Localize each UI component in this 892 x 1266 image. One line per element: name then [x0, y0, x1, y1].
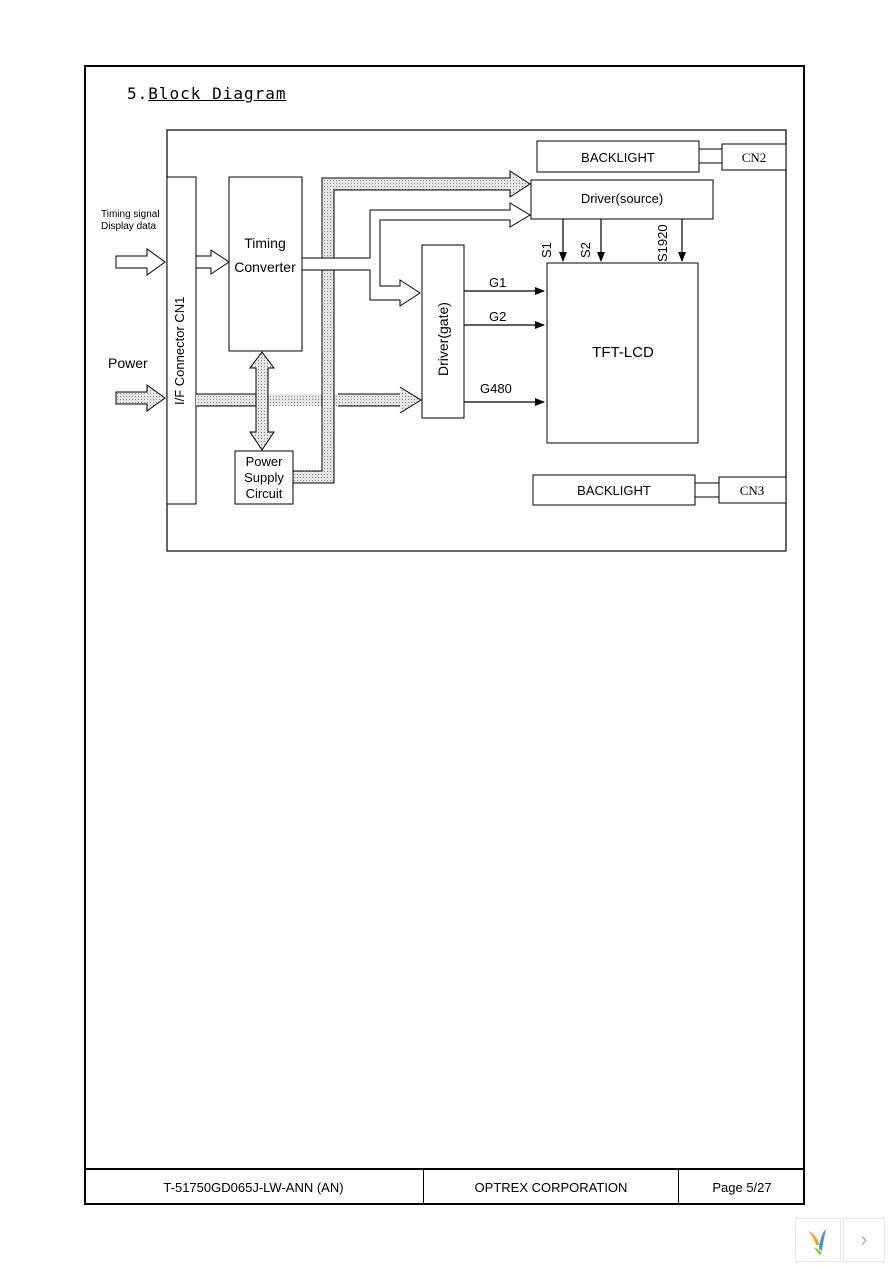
driver-gate-block [421, 244, 465, 419]
if-connector-label: I/F Connector CN1 [172, 297, 187, 405]
backlight-top-label: BACKLIGHT [581, 150, 655, 165]
g1-label: G1 [489, 275, 506, 290]
viewer-nav-widget: › [795, 1218, 885, 1262]
document-footer: T-51750GD065J-LW-ANN (AN) OPTREX CORPORA… [84, 1168, 805, 1205]
backlight-bottom-block [532, 474, 696, 506]
display-data-label: Display data [101, 221, 156, 232]
power-to-gate-bus [338, 387, 421, 413]
timing-input-arrow [115, 248, 166, 276]
g2-label: G2 [489, 309, 506, 324]
s1920-label: S1920 [655, 224, 670, 262]
if-connector-block [166, 176, 197, 505]
section-number: 5. [127, 84, 149, 103]
cn3-label: CN3 [740, 483, 765, 498]
power-input-arrow [115, 384, 166, 412]
power-label: Power [108, 355, 148, 371]
page-frame [84, 65, 805, 1205]
power-supply-label-1: Power [246, 454, 284, 469]
backlight-bottom-label: BACKLIGHT [577, 483, 651, 498]
cn2-label: CN2 [742, 150, 767, 165]
viewer-logo-icon[interactable] [795, 1218, 841, 1262]
footer-doc-number: T-51750GD065J-LW-ANN (AN) [84, 1170, 424, 1205]
timing-signal-label: Timing signal [101, 209, 160, 220]
driver-source-label: Driver(source) [581, 191, 663, 206]
cn2-connector [721, 143, 787, 171]
timing-converter-label-1: Timing [244, 235, 286, 251]
timing-signal-bus [301, 202, 531, 307]
g480-label: G480 [480, 381, 512, 396]
power-supply-block [234, 450, 294, 505]
s2-label: S2 [578, 242, 593, 258]
power-to-source-bus [292, 170, 531, 484]
section-title: Block Diagram [148, 84, 287, 103]
power-timing-double-arrow [249, 351, 275, 451]
section-heading: 5.Block Diagram [127, 84, 287, 103]
tft-lcd-block [546, 262, 699, 444]
next-page-chevron-icon[interactable]: › [843, 1218, 885, 1262]
footer-company: OPTREX CORPORATION [424, 1170, 679, 1205]
cn1-to-timing-arrow [195, 249, 230, 275]
power-supply-label-2: Supply [244, 470, 284, 485]
timing-converter-label-2: Converter [234, 259, 296, 275]
tft-lcd-label: TFT-LCD [592, 344, 654, 361]
power-supply-label-3: Circuit [246, 486, 283, 501]
driver-gate-label: Driver(gate) [435, 302, 451, 376]
footer-page: Page 5/27 [712, 1180, 772, 1195]
backlight-top-block [536, 140, 700, 173]
driver-source-block [530, 179, 714, 220]
s1-label: S1 [539, 242, 554, 258]
cn3-connector [718, 476, 787, 504]
